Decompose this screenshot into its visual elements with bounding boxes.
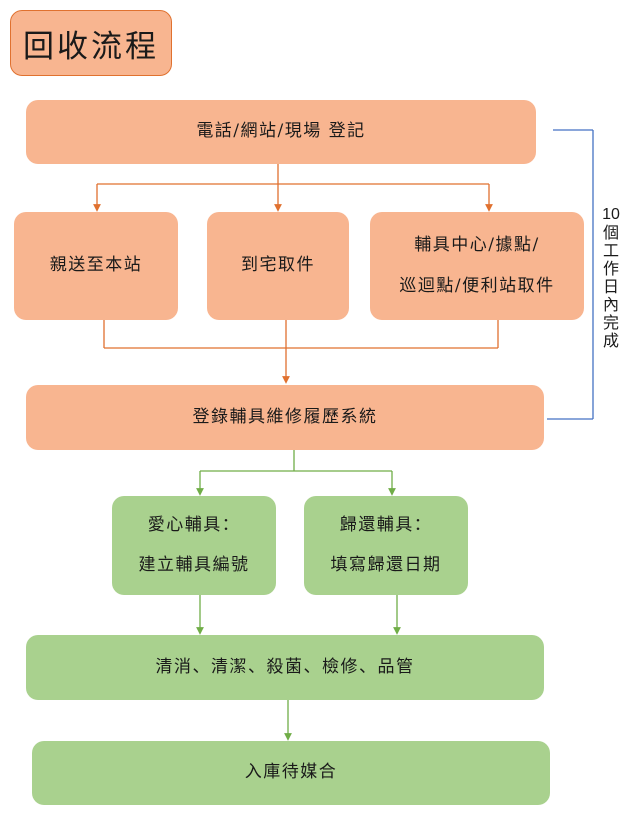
register-branch-connector <box>93 164 493 212</box>
side-note-number: 10 <box>602 206 620 223</box>
self-delivery-step: 親送至本站 <box>14 212 178 320</box>
pickup-merge-connector <box>103 320 499 384</box>
return-step: 歸還輔具： 填寫歸還日期 <box>304 496 468 595</box>
register-step: 電話/網站/現場 登記 <box>26 100 536 164</box>
system-step: 登錄輔具維修履歷系統 <box>26 385 544 450</box>
charity-step: 愛心輔具： 建立輔具編號 <box>112 496 276 595</box>
process-label: 清消、清潔、殺菌、檢修、品管 <box>155 656 415 677</box>
side-note-char: 個 <box>602 223 619 242</box>
side-note-char: 完 <box>602 313 619 332</box>
register-label: 電話/網站/現場 登記 <box>196 121 366 142</box>
process-connector <box>196 595 401 635</box>
return-line2: 填寫歸還日期 <box>330 555 442 575</box>
storage-step: 入庫待媒合 <box>32 741 550 805</box>
center-pickup-line1: 輔具中心/據點/ <box>414 235 540 256</box>
storage-label: 入庫待媒合 <box>244 762 338 783</box>
system-branch-connector <box>196 450 396 496</box>
side-note-char: 成 <box>602 331 619 350</box>
side-note-char: 作 <box>602 259 619 278</box>
process-step: 清消、清潔、殺菌、檢修、品管 <box>26 635 544 700</box>
return-line1: 歸還輔具： <box>339 514 433 535</box>
charity-line1: 愛心輔具： <box>147 514 241 535</box>
page-title: 回收流程 <box>10 10 172 76</box>
charity-line2: 建立輔具編號 <box>138 555 250 575</box>
center-pickup-line2: 巡迴點/便利站取件 <box>399 275 555 296</box>
system-label: 登錄輔具維修履歷系統 <box>192 406 378 427</box>
home-pickup-step: 到宅取件 <box>207 212 349 320</box>
side-note-char: 日 <box>602 277 619 296</box>
center-pickup-step: 輔具中心/據點/ 巡迴點/便利站取件 <box>370 212 584 320</box>
side-note-char: 內 <box>602 295 619 314</box>
time-bracket <box>547 129 594 420</box>
self-delivery-label: 親送至本站 <box>49 255 143 276</box>
side-note-char: 工 <box>602 241 619 260</box>
side-note: 10 個 工 作 日 內 完 成 <box>596 206 626 350</box>
home-pickup-label: 到宅取件 <box>241 255 315 276</box>
